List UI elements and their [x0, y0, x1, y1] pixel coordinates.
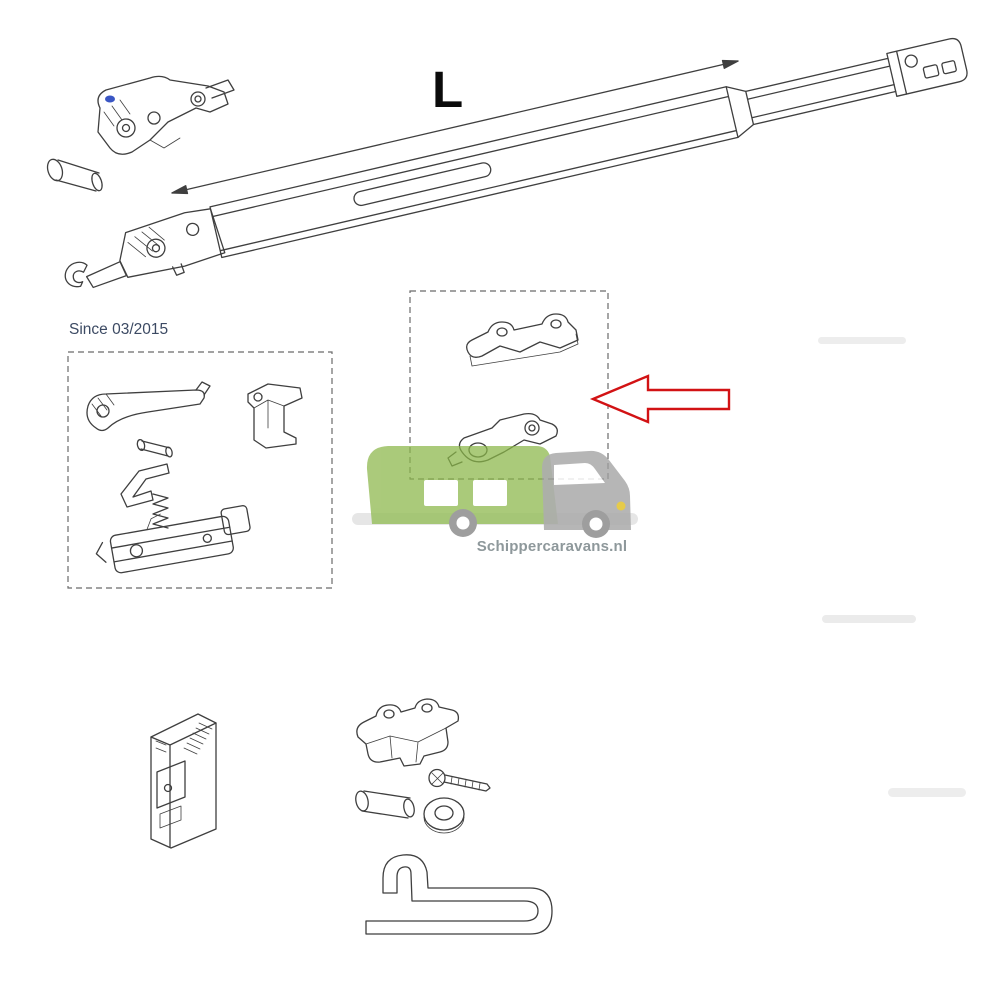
parts-kit-drawings	[86, 381, 303, 574]
highlight-arrow	[589, 374, 731, 424]
blue-mark	[105, 95, 115, 103]
watermark-logo	[352, 446, 638, 538]
clevis-pin-drawing	[46, 158, 103, 192]
screw-drawing	[428, 768, 491, 792]
dimension-arrowhead-left	[171, 185, 189, 195]
caravan-icon	[366, 446, 558, 524]
caravan-wheel-hub	[456, 516, 470, 530]
spacer-pin-drawing	[355, 790, 415, 819]
caravan-window-2	[473, 480, 507, 506]
dimension-arrowhead-right	[721, 59, 739, 69]
length-dimension	[171, 59, 739, 195]
arm-bracket-drawing	[356, 698, 460, 767]
shoulder-joint-drawing	[97, 75, 235, 155]
watermark-text: Schippercaravans.nl	[476, 538, 628, 555]
parts-kit-box	[67, 351, 333, 589]
retaining-clip-drawing	[365, 854, 553, 935]
bracket-kit-drawings	[447, 313, 579, 467]
van-window	[554, 463, 605, 485]
washer-drawing	[423, 797, 465, 834]
motor-unit-drawing	[150, 713, 217, 849]
van-wheel-hub	[589, 517, 603, 531]
scan-smudges	[818, 337, 966, 797]
length-label: L	[432, 61, 464, 118]
awning-arm-drawing	[64, 37, 968, 289]
van-headlight-icon	[616, 501, 626, 511]
caravan-window-1	[424, 480, 458, 506]
since-date-label: Since 03/2015	[69, 321, 169, 338]
